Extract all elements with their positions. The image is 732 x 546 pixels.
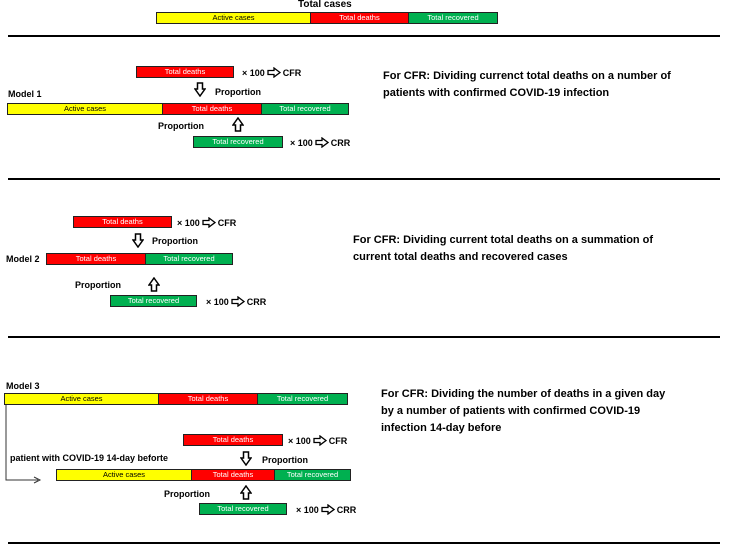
- m3-times-cfr: × 100: [288, 435, 311, 446]
- m3-times-crr: × 100: [296, 504, 319, 515]
- m2-deaths-bar: Total deaths: [46, 253, 146, 265]
- m1-model-label: Model 1: [8, 89, 42, 99]
- divider-3: [8, 336, 720, 338]
- header-title: Total cases: [298, 0, 352, 10]
- m3-deaths-bar: Total deaths: [158, 393, 258, 405]
- m2-times-cfr: × 100: [177, 217, 200, 228]
- m1-down-arrow-icon: [194, 82, 206, 97]
- m2-proportion-top: Proportion: [152, 236, 198, 246]
- m3-recovered-numerator: Total recovered: [199, 503, 287, 515]
- m3-lag-label: patient with COVID-19 14-day beforte: [10, 453, 169, 463]
- m3-crr-formula: × 100 CRR: [296, 504, 356, 515]
- divider-2: [8, 178, 720, 180]
- m3-up-arrow-icon: [240, 485, 252, 500]
- m1-up-arrow-icon: [232, 117, 244, 132]
- m3-cfr-label: CFR: [328, 435, 348, 446]
- m1-deaths-bar: Total deaths: [162, 103, 262, 115]
- m3-lag-recovered-bar: Total recovered: [274, 469, 351, 481]
- m2-note: For CFR: Dividing current total deaths o…: [353, 234, 654, 263]
- m2-recovered-numerator: Total recovered: [110, 295, 197, 307]
- m1-deaths-numerator: Total deaths: [136, 66, 234, 78]
- m1-active-bar: Active cases: [7, 103, 163, 115]
- divider-1: [8, 35, 720, 37]
- m3-proportion-bottom: Proportion: [164, 489, 210, 499]
- m1-proportion-top: Proportion: [215, 87, 261, 97]
- m2-cfr-formula: × 100 CFR: [177, 217, 236, 228]
- m1-proportion-bottom: Proportion: [158, 121, 204, 131]
- m2-deaths-numerator: Total deaths: [73, 216, 172, 228]
- divider-4: [8, 542, 720, 544]
- m2-crr-formula: × 100 CRR: [206, 296, 266, 307]
- m3-note: For CFR: Dividing the number of deaths i…: [381, 388, 666, 434]
- arrow-right-icon: [231, 296, 245, 307]
- m1-crr-label: CRR: [330, 137, 351, 148]
- m3-lag-connector-arrow-icon: [5, 405, 42, 484]
- arrow-right-icon: [313, 435, 327, 446]
- m3-model-label: Model 3: [6, 381, 40, 391]
- m3-crr-label: CRR: [336, 504, 357, 515]
- m3-down-arrow-icon: [240, 451, 252, 466]
- m3-proportion-top: Proportion: [262, 455, 308, 465]
- m3-lag-deaths-bar: Total deaths: [191, 469, 275, 481]
- m1-cfr-formula: × 100 CFR: [242, 67, 301, 78]
- m2-model-label: Model 2: [6, 254, 40, 264]
- m2-proportion-bottom: Proportion: [75, 280, 121, 290]
- m3-deaths-numerator: Total deaths: [183, 434, 283, 446]
- m3-lag-active-bar: Active cases: [56, 469, 192, 481]
- header-active-bar: Active cases: [156, 12, 311, 24]
- arrow-right-icon: [321, 504, 335, 515]
- m3-recovered-bar: Total recovered: [257, 393, 348, 405]
- m1-recovered-bar: Total recovered: [261, 103, 349, 115]
- m2-times-crr: × 100: [206, 296, 229, 307]
- m1-times-crr: × 100: [290, 137, 313, 148]
- m3-cfr-formula: × 100 CFR: [288, 435, 347, 446]
- header-recovered-bar: Total recovered: [408, 12, 498, 24]
- m2-up-arrow-icon: [148, 277, 160, 292]
- header-deaths-bar: Total deaths: [310, 12, 409, 24]
- m1-cfr-label: CFR: [282, 67, 302, 78]
- m2-recovered-bar: Total recovered: [145, 253, 233, 265]
- m1-crr-formula: × 100 CRR: [290, 137, 350, 148]
- arrow-right-icon: [315, 137, 329, 148]
- m1-recovered-numerator: Total recovered: [193, 136, 283, 148]
- arrow-right-icon: [202, 217, 216, 228]
- m1-note: For CFR: Dividing currenct total deaths …: [383, 70, 671, 99]
- m2-cfr-label: CFR: [217, 217, 237, 228]
- arrow-right-icon: [267, 67, 281, 78]
- m2-down-arrow-icon: [132, 233, 144, 248]
- m2-crr-label: CRR: [246, 296, 267, 307]
- m1-times-cfr: × 100: [242, 67, 265, 78]
